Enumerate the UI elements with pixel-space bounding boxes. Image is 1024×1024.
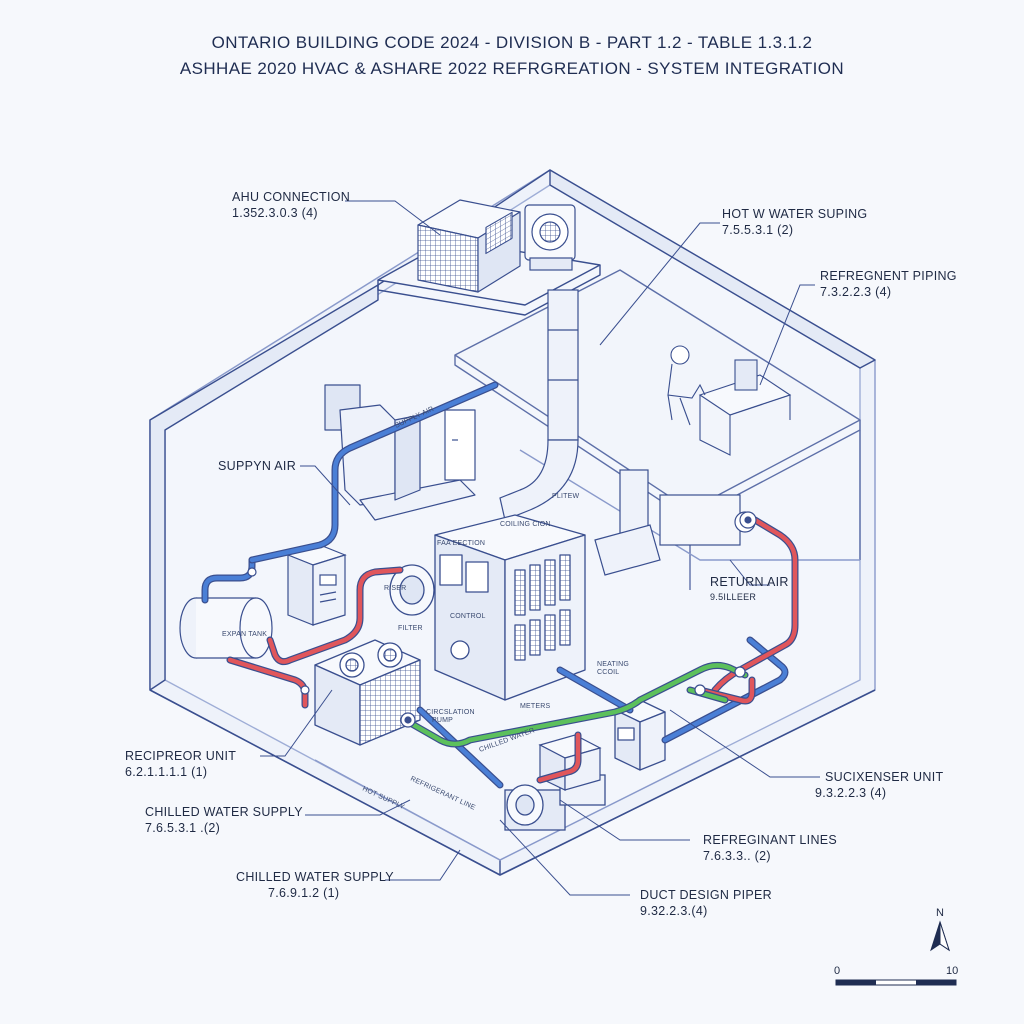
condenser-unit-ref: 9.3.2.2.3 (4)	[815, 786, 886, 800]
north-arrow: N	[930, 907, 950, 952]
circulation-label: CIRCSLATION	[426, 709, 475, 716]
ahu-connection-ref: 1.352.3.0.3 (4)	[232, 206, 318, 220]
back-right-wall	[549, 169, 876, 369]
recipreor-unit-ref: 6.2.1.1.1.1 (1)	[125, 765, 207, 779]
exhaust-fan	[524, 204, 576, 271]
ahu-rooftop-unit	[417, 199, 521, 293]
fan-section-label: FAA EECTION	[437, 540, 485, 547]
leader-lines	[260, 200, 820, 896]
circulation-pump	[504, 774, 606, 831]
chilled-water-supply-2-label: CHILLED WATER SUPPLY	[236, 870, 394, 884]
scale-end-label: 10	[946, 965, 958, 977]
hot-water-label: HOT W WATER SUPING	[722, 207, 867, 221]
cooling-coil-label: COILING CION	[500, 521, 551, 528]
control-panel	[286, 544, 347, 626]
operator-workstation	[667, 345, 792, 456]
riser-label: RISER	[384, 585, 406, 592]
supply-riser	[499, 289, 579, 521]
chilled-water-supply-2-ref: 7.6.9.1.2 (1)	[268, 886, 339, 900]
scale-bar: 0 10	[834, 965, 958, 986]
duct-design-label: DUCT DESIGN PIPER	[640, 888, 772, 902]
duct-design-ref: 9.32.2.3.(4)	[640, 904, 708, 918]
pipe-fittings	[247, 511, 757, 728]
heating-coil-label: CCOIL	[597, 669, 619, 676]
refrigerant-lines-label: REFREGINANT LINES	[703, 833, 837, 847]
refrigerant-lines-ref: 7.6.3.3.. (2)	[703, 849, 771, 863]
recipreor-unit-label: RECIPREOR UNIT	[125, 749, 236, 763]
title-block: ONTARIO BUILDING CODE 2024 - DIVISION B …	[0, 30, 1024, 82]
supply-air-duct	[324, 384, 476, 521]
callouts: AHU CONNECTION 1.352.3.0.3 (4) HOT W WAT…	[125, 190, 957, 918]
filter-box	[538, 734, 602, 791]
basement-edge	[314, 759, 701, 861]
circulation-pump-label: PUMP	[432, 717, 453, 724]
diagram-subtitle: ASHHAE 2020 HVAC & ASHARE 2022 REFRGREAT…	[179, 59, 845, 78]
filter-label: FILTER	[398, 625, 423, 632]
plenum-label: PLITEW	[552, 493, 579, 500]
refrigerant-piping-label: REFREGNENT PIPING	[820, 269, 957, 283]
return-air-ref: 9.5ILLEER	[710, 592, 756, 602]
heating-label: NEATING	[597, 661, 629, 668]
tank-label: EXPAN TANK	[222, 631, 267, 638]
meters-label: METERS	[520, 703, 551, 710]
return-air-label: RETURN AIR	[710, 575, 789, 589]
scale-start-label: 0	[834, 965, 840, 977]
control-label: CONTROL	[450, 613, 486, 620]
hot-water-ref: 7.5.5.3.1 (2)	[722, 223, 793, 237]
central-air-handler	[389, 514, 586, 701]
condenser-unit-label: SUCIXENSER UNIT	[825, 770, 943, 784]
refrigerant-piping-ref: 7.3.2.2.3 (4)	[820, 285, 891, 299]
chilled-water-supply-1-ref: 7.6.5.3.1 .(2)	[145, 821, 220, 835]
diagram-title: ONTARIO BUILDING CODE 2024 - DIVISION B …	[211, 33, 813, 52]
north-label: N	[936, 907, 944, 919]
supply-air-label: SUPPYN AIR	[218, 459, 296, 473]
ahu-connection-label: AHU CONNECTION	[232, 190, 350, 204]
expansion-tank	[179, 597, 273, 659]
chilled-water-supply-1-label: CHILLED WATER SUPPLY	[145, 805, 303, 819]
